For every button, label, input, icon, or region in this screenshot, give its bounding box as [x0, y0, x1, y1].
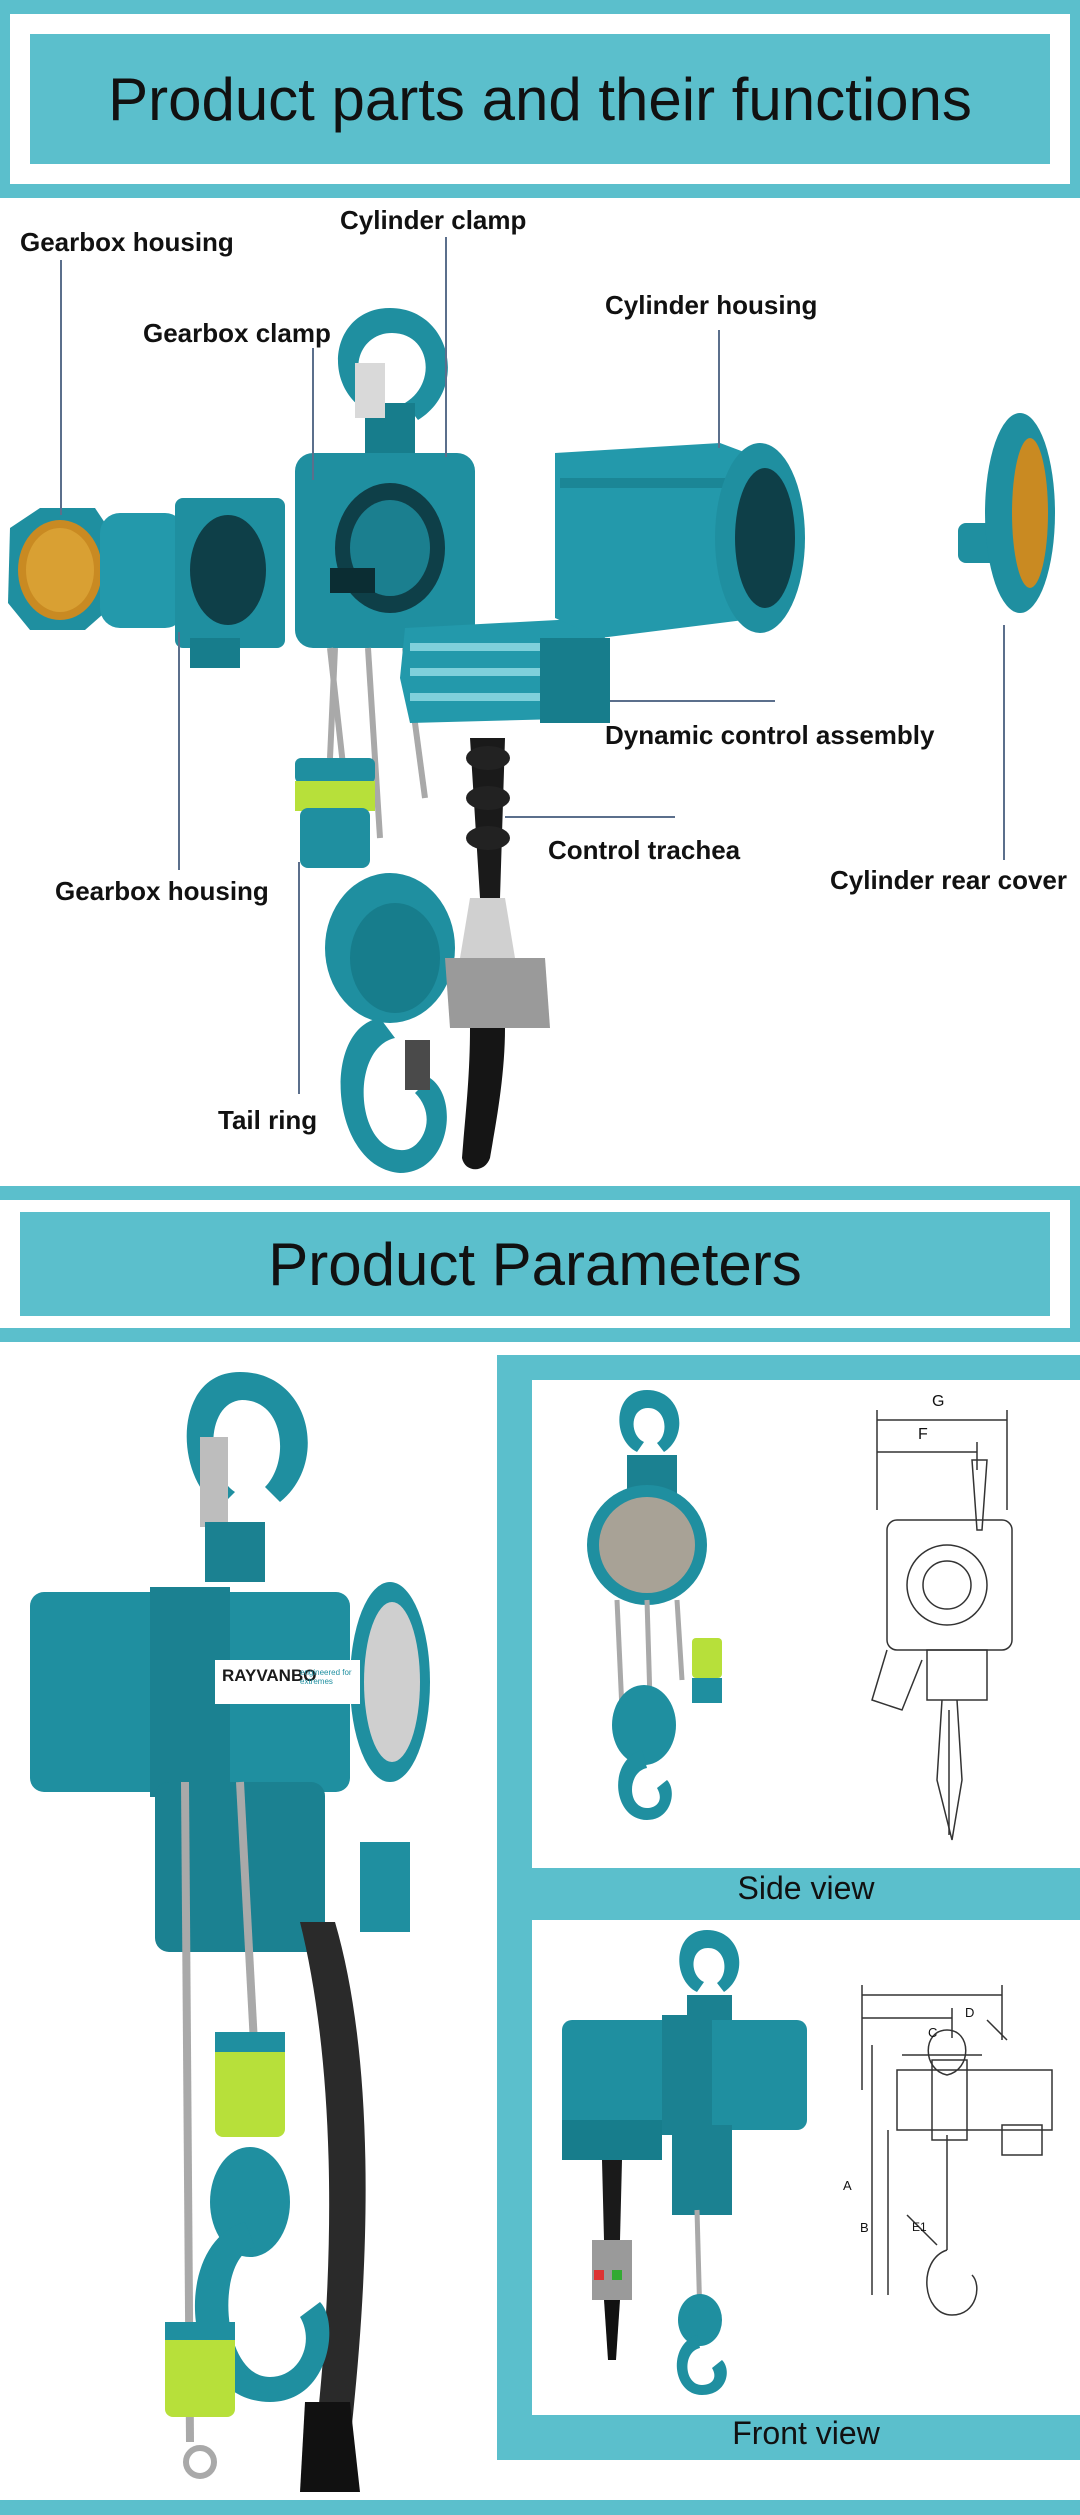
- dynamic-control-assembly-part: [400, 618, 610, 723]
- front-view-caption: Front view: [732, 2415, 880, 2451]
- leader-gearbox-housing-top: [60, 260, 62, 515]
- side-dim-f: F: [918, 1426, 928, 1443]
- label-cylinder-rear-cover: Cylinder rear cover: [830, 865, 1068, 895]
- params-banner: Product Parameters: [0, 1186, 1080, 1342]
- leader-cylinder-housing: [718, 330, 720, 448]
- label-gearbox-housing-top: Gearbox housing: [20, 227, 234, 257]
- leader-gearbox-clamp: [312, 348, 314, 480]
- front-dim-e1: E1: [912, 2220, 927, 2234]
- parts-title: Product parts and their functions: [108, 65, 972, 133]
- tail-ring-part: [295, 758, 375, 868]
- params-title: Product Parameters: [268, 1230, 802, 1298]
- cylinder-housing-part: [555, 443, 805, 638]
- hoist-main-photo: [30, 1372, 430, 2492]
- exploded-hoist-illustration: [8, 308, 1055, 1173]
- cylinder-rear-cover-part: [958, 413, 1055, 613]
- front-dim-d: D: [965, 2005, 975, 2020]
- side-view-caption: Side view: [737, 1870, 875, 1906]
- front-dim-a: A: [843, 2178, 852, 2193]
- brand-label: RAYVANBO: [222, 1666, 317, 1685]
- leader-cylinder-rear-cover: [1003, 625, 1005, 860]
- label-cylinder-clamp: Cylinder clamp: [340, 205, 527, 235]
- label-dynamic-control-assembly: Dynamic control assembly: [605, 720, 935, 750]
- label-control-trachea: Control trachea: [548, 835, 741, 865]
- front-dim-b: B: [860, 2220, 869, 2235]
- leader-tail-ring: [298, 862, 300, 1094]
- central-block-part: [295, 308, 475, 648]
- leader-control-trachea: [505, 816, 675, 818]
- front-view-illustration: [562, 1930, 1053, 2395]
- label-tail-ring: Tail ring: [218, 1105, 318, 1135]
- gearbox-housing-part: [100, 498, 285, 668]
- gearbox-end-cap: [8, 508, 115, 630]
- leader-cylinder-clamp: [445, 237, 447, 457]
- bottom-accent-strip: [0, 2500, 1080, 2515]
- leader-dynamic-control: [610, 700, 775, 702]
- brand-tagline: engineered for extremes: [300, 1668, 352, 1686]
- label-gearbox-clamp: Gearbox clamp: [143, 318, 331, 348]
- front-dim-c: C: [928, 2025, 938, 2040]
- label-cylinder-housing: Cylinder housing: [605, 290, 818, 320]
- label-gearbox-housing-bottom: Gearbox housing: [55, 876, 269, 906]
- side-dim-g: G: [932, 1393, 945, 1410]
- parts-banner: Product parts and their functions: [0, 0, 1080, 198]
- control-trachea-part: [445, 738, 550, 1170]
- leader-gearbox-housing-bottom: [178, 632, 180, 870]
- lower-hook-part: [325, 873, 455, 1173]
- front-view-panel: [532, 1920, 1080, 2415]
- side-view-illustration: [587, 1390, 1013, 1841]
